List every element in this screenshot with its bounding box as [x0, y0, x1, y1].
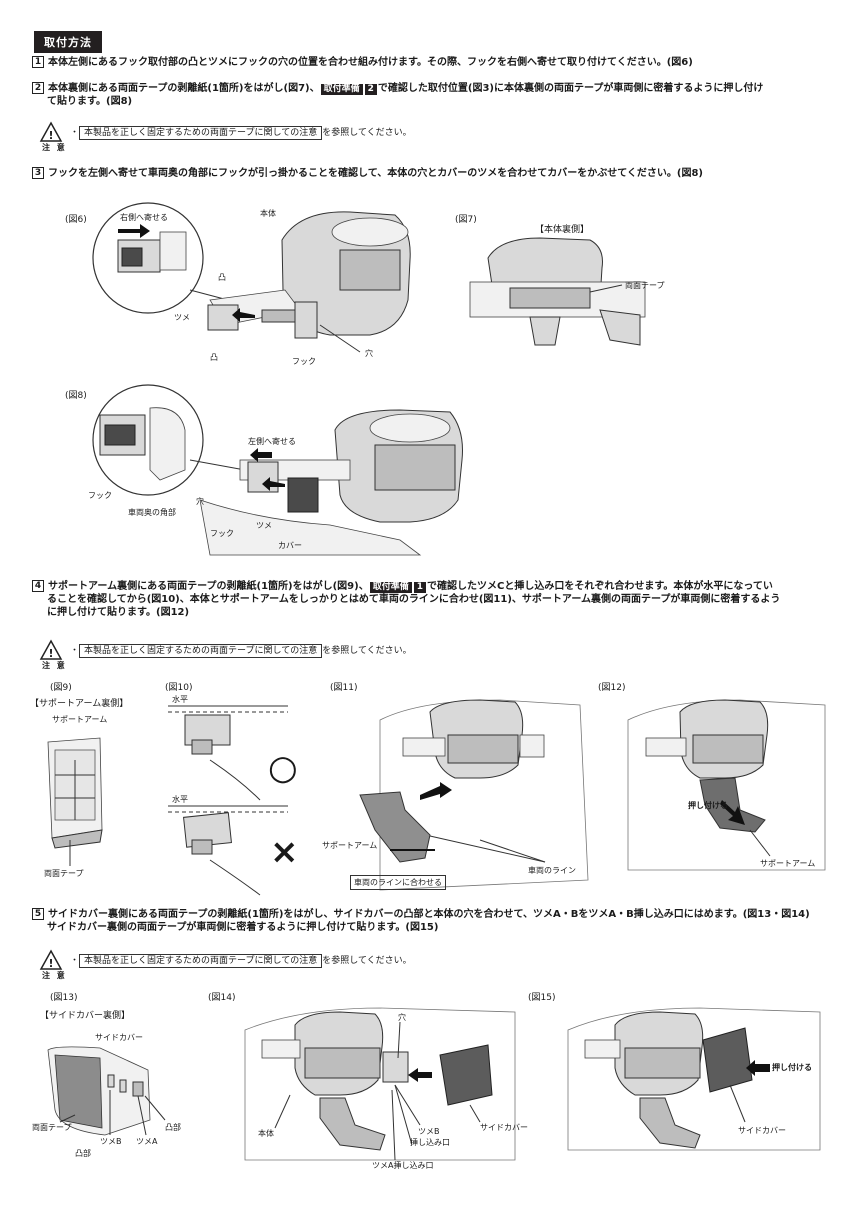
fig12-label-arm: サポートアーム [760, 859, 816, 868]
fig13-subtitle: 【サイドカバー裏側】 [40, 1011, 131, 1021]
fig6-label-hole: 穴 [365, 349, 373, 358]
fig6-label-boss2: 凸 [210, 353, 218, 362]
step-number: 1 [32, 56, 44, 68]
fig12-title: (図12) [598, 683, 626, 693]
fig8-label-hook1: フック [88, 491, 112, 500]
prep-tag-num: 1 [413, 582, 426, 593]
caution-link[interactable]: 本製品を正しく固定するための両面テープに関しての注意 [79, 644, 323, 658]
step-text: で確認した取付位置(図3)に本体裏側の両面テープが車両側に密着するように押し付け [377, 83, 764, 94]
step-text: 本体左側にあるフック取付部の凸とツメにフックの穴の位置を合わせ組み付けます。その… [48, 57, 693, 68]
fig8-label-left: 左側へ寄せる [248, 437, 296, 446]
svg-text:!: ! [48, 957, 53, 970]
fig13-label-sidecover: サイドカバー [95, 1033, 143, 1042]
fig10-title: (図10) [165, 683, 193, 693]
fig14-label-insertA: ツメA挿し込み口 [372, 1161, 434, 1170]
warning-icon: ! [39, 121, 63, 142]
fig11-label-arm: サポートアーム [322, 841, 378, 850]
fig15-label-sidecover: サイドカバー [738, 1126, 786, 1135]
prep-tag: 取付準備 [369, 582, 412, 593]
fig14-label-hole: 穴 [398, 1013, 406, 1022]
caution-label: 注 意 [42, 661, 67, 670]
fig14-label-sidecover: サイドカバー [480, 1123, 528, 1132]
caution-label: 注 意 [42, 971, 67, 980]
step-number: 2 [32, 82, 44, 94]
warning-icon: ! [39, 639, 63, 660]
fig8-label-hook2: フック [210, 529, 234, 538]
fig12-label-press: 押し付ける [688, 801, 728, 810]
step-5: 5 サイドカバー裏側にある両面テープの剥離紙(1箇所)をはがし、サイドカバーの凸部… [32, 908, 822, 934]
fig8-label-claw: ツメ [256, 521, 272, 530]
fig9-subtitle: 【サポートアーム裏側】 [30, 699, 129, 709]
warning-icon: ! [39, 949, 63, 970]
fig15-label-press: 押し付ける [772, 1063, 812, 1072]
fig11-label-line: 車両のライン [528, 866, 576, 875]
fig8-label-corner: 車両奥の角部 [128, 508, 176, 517]
fig6-label-right: 右側へ寄せる [120, 213, 168, 222]
step-text: サイドカバー裏側の両面テープが車両側に密着するように押し付けて貼ります。(図15… [47, 922, 439, 933]
fig13-label-tape: 両面テープ [32, 1123, 72, 1132]
fig8-label-hole: 穴 [196, 497, 204, 506]
fig8-title: (図8) [65, 391, 87, 401]
fig14-label-body: 本体 [258, 1129, 274, 1138]
caution-link[interactable]: 本製品を正しく固定するための両面テープに関しての注意 [79, 954, 323, 968]
fig11-label-align: 車両のラインに合わせる [350, 875, 446, 890]
fig9-label-arm: サポートアーム [52, 715, 108, 724]
fig8-label-cover: カバー [278, 541, 302, 550]
step-text: に押し付けて貼ります。(図12) [47, 607, 190, 618]
ok-mark: ○ [268, 748, 298, 788]
fig6-label-body: 本体 [260, 209, 276, 218]
fig9-label-tape: 両面テープ [44, 869, 84, 878]
step-number: 3 [32, 167, 44, 179]
step-text: て貼ります。(図8) [47, 96, 133, 107]
fig14-label-clawB: ツメB [418, 1127, 440, 1136]
caution-label: 注 意 [42, 143, 67, 152]
step-text: サポートアーム裏側にある両面テープの剥離紙(1箇所)をはがし(図9)、 [48, 581, 369, 592]
fig10-label-horizontal2: 水平 [172, 795, 188, 804]
step-3: 3 フックを左側へ寄せて車両奥の角部にフックが引っ掛かることを確認して、本体の穴と… [32, 167, 822, 180]
fig6-label-boss1: 凸 [218, 273, 226, 282]
step-1: 1 本体左側にあるフック取付部の凸とツメにフックの穴の位置を合わせ組み付けます。そ… [32, 56, 822, 69]
fig13-label-clawA: ツメA [136, 1137, 158, 1146]
fig11-title: (図11) [330, 683, 358, 693]
fig7-title: (図7) [455, 215, 477, 225]
fig14-label-insertB: 挿し込み口 [410, 1138, 450, 1147]
fig6-title: (図6) [65, 215, 87, 225]
fig13-label-boss2: 凸部 [75, 1149, 91, 1158]
ng-mark: × [270, 832, 299, 872]
step-text: フックを左側へ寄せて車両奥の角部にフックが引っ掛かることを確認して、本体の穴とカ… [48, 168, 703, 179]
fig6-label-claw: ツメ [174, 313, 190, 322]
fig14-title: (図14) [208, 993, 236, 1003]
fig7-label-tape: 両面テープ [625, 281, 665, 290]
step-4: 4 サポートアーム裏側にある両面テープの剥離紙(1箇所)をはがし(図9)、取付準備… [32, 580, 822, 619]
step-number: 5 [32, 908, 44, 920]
step-text: で確認したツメCと挿し込み口をそれぞれ合わせます。本体が水平になってい [426, 581, 773, 592]
fig15-title: (図15) [528, 993, 556, 1003]
fig13-title: (図13) [50, 993, 78, 1003]
step-text: サイドカバー裏側にある両面テープの剥離紙(1箇所)をはがし、サイドカバーの凸部と… [48, 909, 810, 920]
section-title: 取付方法 [34, 31, 102, 53]
fig7-subtitle: 【本体裏側】 [535, 225, 590, 235]
prep-tag-num: 2 [364, 84, 377, 95]
svg-text:!: ! [48, 129, 53, 142]
fig6-label-hook: フック [292, 357, 316, 366]
fig13-label-boss: 凸部 [165, 1123, 181, 1132]
fig10-label-horizontal1: 水平 [172, 695, 188, 704]
fig13-label-clawB: ツメB [100, 1137, 122, 1146]
prep-tag: 取付準備 [320, 84, 363, 95]
fig9-title: (図9) [50, 683, 72, 693]
step-text: 本体裏側にある両面テープの剥離紙(1箇所)をはがし(図7)、 [48, 83, 320, 94]
step-number: 4 [32, 580, 44, 592]
caution-link[interactable]: 本製品を正しく固定するための両面テープに関しての注意 [79, 126, 323, 140]
step-text: ることを確認してから(図10)、本体とサポートアームをしっかりとはめて車両のライ… [47, 594, 781, 605]
svg-text:!: ! [48, 647, 53, 660]
